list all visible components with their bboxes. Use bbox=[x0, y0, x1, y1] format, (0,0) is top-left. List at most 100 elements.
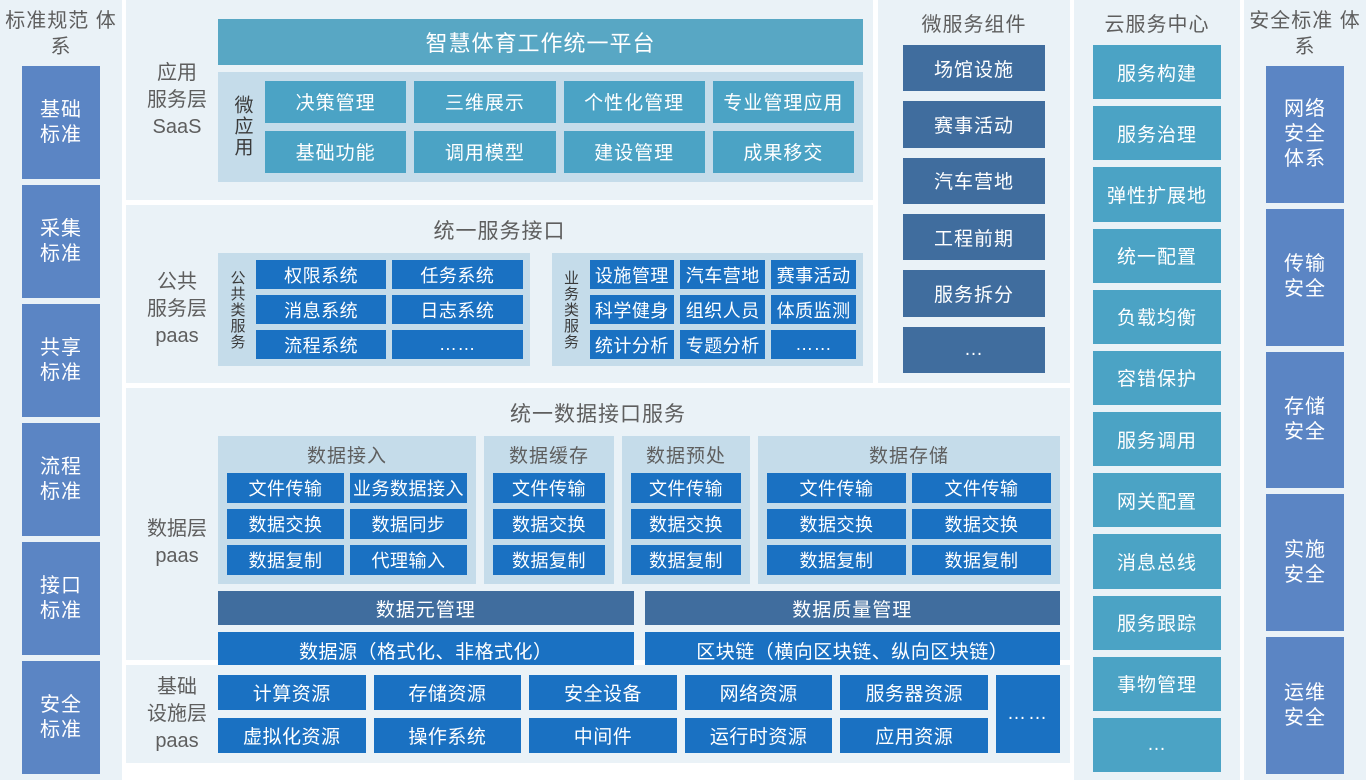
storage-tile-file-transfer-2[interactable]: 文件传输 bbox=[912, 473, 1051, 503]
service-tile-permission-system[interactable]: 权限系统 bbox=[256, 260, 387, 289]
cache-tile-data-replication[interactable]: 数据复制 bbox=[493, 545, 605, 575]
cloud-item-gateway-config[interactable]: 网关配置 bbox=[1093, 473, 1221, 528]
data-tile-data-replication[interactable]: 数据复制 bbox=[227, 545, 344, 575]
microservice-item-venue-facility[interactable]: 场馆设施 bbox=[903, 45, 1045, 92]
sidebar-item-storage-security[interactable]: 存储 安全 bbox=[1266, 351, 1344, 489]
cache-tile-data-exchange[interactable]: 数据交换 bbox=[493, 509, 605, 539]
sidebar-item-transmission-security[interactable]: 传输 安全 bbox=[1266, 208, 1344, 346]
app-tile-3d-display[interactable]: 三维展示 bbox=[414, 80, 556, 123]
sidebar-item-interface-standard[interactable]: 接口 标准 bbox=[22, 542, 100, 655]
service-tile-business-more[interactable]: …… bbox=[771, 330, 856, 359]
app-tile-construction-management[interactable]: 建设管理 bbox=[563, 130, 705, 173]
bar-metadata-management[interactable]: 数据元管理 bbox=[218, 591, 634, 625]
sidebar-item-collection-standard[interactable]: 采集 标准 bbox=[22, 185, 100, 298]
infra-tile-compute-resource[interactable]: 计算资源 bbox=[218, 675, 366, 710]
preprocess-tile-data-exchange[interactable]: 数据交换 bbox=[631, 509, 741, 539]
data-tile-business-data-access[interactable]: 业务数据接入 bbox=[350, 473, 467, 503]
service-tile-event-activity[interactable]: 赛事活动 bbox=[771, 260, 856, 289]
infra-tile-network-resource[interactable]: 网络资源 bbox=[684, 675, 833, 710]
data-tile-data-exchange[interactable]: 数据交换 bbox=[227, 509, 344, 539]
data-tile-file-transfer[interactable]: 文件传输 bbox=[227, 473, 344, 503]
common-service-vertical-label: 公共类服务 bbox=[228, 269, 246, 350]
service-tile-common-more[interactable]: …… bbox=[392, 330, 523, 359]
infra-tile-security-device[interactable]: 安全设备 bbox=[529, 675, 677, 710]
microservice-item-car-camp[interactable]: 汽车营地 bbox=[903, 157, 1045, 204]
app-tile-result-handover[interactable]: 成果移交 bbox=[712, 130, 854, 173]
bar-data-source[interactable]: 数据源（格式化、非格式化） bbox=[218, 632, 634, 668]
cloud-item-service-invocation[interactable]: 服务调用 bbox=[1093, 412, 1221, 467]
app-tile-decision-management[interactable]: 决策管理 bbox=[265, 80, 407, 123]
infra-tile-server-resource[interactable]: 服务器资源 bbox=[840, 675, 988, 710]
cache-tile-file-transfer[interactable]: 文件传输 bbox=[493, 473, 605, 503]
cloud-item-service-build[interactable]: 服务构建 bbox=[1093, 45, 1221, 100]
service-tile-process-system[interactable]: 流程系统 bbox=[256, 330, 387, 359]
service-tile-task-system[interactable]: 任务系统 bbox=[392, 260, 523, 289]
sidebar-item-process-standard[interactable]: 流程 标准 bbox=[22, 423, 100, 536]
public-layer-label: 公共 服务层 paas bbox=[147, 271, 207, 347]
storage-tile-data-exchange-1[interactable]: 数据交换 bbox=[767, 509, 906, 539]
unified-data-interface-title: 统一数据接口服务 bbox=[510, 403, 686, 426]
data-tile-data-sync[interactable]: 数据同步 bbox=[350, 509, 467, 539]
service-tile-physique-monitoring[interactable]: 体质监测 bbox=[771, 295, 856, 324]
storage-tile-data-replication-1[interactable]: 数据复制 bbox=[767, 545, 906, 575]
sidebar-item-security-standard[interactable]: 安全 标准 bbox=[22, 661, 100, 774]
cloud-item-load-balancing[interactable]: 负载均衡 bbox=[1093, 289, 1221, 344]
infra-tile-storage-resource[interactable]: 存储资源 bbox=[373, 675, 522, 710]
infra-tile-virtualization-resource[interactable]: 虚拟化资源 bbox=[218, 718, 366, 753]
left-sidebar-title: 标准规范 体系 bbox=[5, 10, 117, 58]
microservice-item-more[interactable]: … bbox=[903, 326, 1045, 373]
service-tile-log-system[interactable]: 日志系统 bbox=[392, 295, 523, 324]
sidebar-item-sharing-standard[interactable]: 共享 标准 bbox=[22, 304, 100, 417]
microservice-item-event-activity[interactable]: 赛事活动 bbox=[903, 101, 1045, 148]
application-layer-label: 应用 服务层 SaaS bbox=[147, 61, 207, 138]
data-layer-main: 数据接入 文件传输 业务数据接入 数据交换 数据同步 数据复制 代理输入 bbox=[218, 436, 1060, 668]
data-cache-grid: 文件传输 数据交换 数据复制 bbox=[493, 473, 605, 575]
cloud-item-unified-config[interactable]: 统一配置 bbox=[1093, 228, 1221, 283]
service-tile-statistical-analysis[interactable]: 统计分析 bbox=[589, 330, 675, 359]
cloud-item-more[interactable]: … bbox=[1093, 717, 1221, 773]
service-tile-organization-personnel[interactable]: 组织人员 bbox=[680, 295, 766, 324]
bar-data-quality-management[interactable]: 数据质量管理 bbox=[644, 591, 1060, 625]
sidebar-item-ops-security[interactable]: 运维 安全 bbox=[1266, 637, 1344, 774]
infra-tile-application-resource[interactable]: 应用资源 bbox=[840, 718, 988, 753]
service-tile-facility-management[interactable]: 设施管理 bbox=[589, 260, 675, 289]
preprocess-tile-data-replication[interactable]: 数据复制 bbox=[631, 545, 741, 575]
storage-tile-file-transfer-1[interactable]: 文件传输 bbox=[767, 473, 906, 503]
application-layer-body: 智慧体育工作统一平台 微应用 决策管理 三维展示 个性化管理 专业管理应用 基础… bbox=[218, 18, 863, 182]
infra-tile-operating-system[interactable]: 操作系统 bbox=[373, 718, 522, 753]
cloud-item-service-tracing[interactable]: 服务跟踪 bbox=[1093, 595, 1221, 650]
data-cache-group: 数据缓存 文件传输 数据交换 数据复制 bbox=[484, 436, 614, 584]
service-tile-message-system[interactable]: 消息系统 bbox=[256, 295, 387, 324]
infra-tile-middleware[interactable]: 中间件 bbox=[529, 718, 677, 753]
app-tile-professional-management[interactable]: 专业管理应用 bbox=[712, 80, 854, 123]
data-storage-group: 数据存储 文件传输 文件传输 数据交换 数据交换 数据复制 数据复制 bbox=[758, 436, 1060, 584]
sidebar-item-network-security[interactable]: 网络 安全 体系 bbox=[1266, 66, 1344, 203]
microservice-components-column: 微服务组件 场馆设施 赛事活动 汽车营地 工程前期 服务拆分 … bbox=[878, 0, 1070, 383]
service-tile-scientific-fitness[interactable]: 科学健身 bbox=[589, 295, 675, 324]
cloud-item-fault-tolerance[interactable]: 容错保护 bbox=[1093, 350, 1221, 406]
storage-tile-data-replication-2[interactable]: 数据复制 bbox=[912, 545, 1051, 575]
data-tile-proxy-input[interactable]: 代理输入 bbox=[350, 545, 467, 575]
cloud-item-elastic-scaling[interactable]: 弹性扩展地 bbox=[1093, 167, 1221, 222]
preprocess-tile-file-transfer[interactable]: 文件传输 bbox=[631, 473, 741, 503]
data-management-bars: 数据元管理 数据质量管理 bbox=[218, 591, 1060, 625]
sidebar-item-implementation-security[interactable]: 实施 安全 bbox=[1266, 494, 1344, 632]
app-tile-personalized-management[interactable]: 个性化管理 bbox=[563, 80, 705, 123]
cloud-item-transaction-management[interactable]: 事物管理 bbox=[1093, 656, 1221, 711]
service-tile-thematic-analysis[interactable]: 专题分析 bbox=[680, 330, 766, 359]
service-tile-car-camp[interactable]: 汽车营地 bbox=[680, 260, 766, 289]
infra-tile-more[interactable]: …… bbox=[996, 675, 1060, 753]
data-layer: 统一数据接口服务 数据层 paas 数据接入 文件传输 业务数据接入 数据交换 … bbox=[126, 388, 1070, 668]
microservice-item-project-preliminary[interactable]: 工程前期 bbox=[903, 213, 1045, 261]
app-tile-call-model[interactable]: 调用模型 bbox=[414, 130, 556, 173]
microservice-item-service-split[interactable]: 服务拆分 bbox=[903, 270, 1045, 317]
microservice-column-title: 微服务组件 bbox=[921, 14, 1027, 36]
app-tile-basic-function[interactable]: 基础功能 bbox=[265, 130, 407, 173]
storage-tile-data-exchange-2[interactable]: 数据交换 bbox=[912, 509, 1051, 539]
infra-tile-runtime-resource[interactable]: 运行时资源 bbox=[684, 718, 833, 753]
bar-blockchain[interactable]: 区块链（横向区块链、纵向区块链） bbox=[644, 632, 1060, 668]
cloud-item-message-bus[interactable]: 消息总线 bbox=[1093, 534, 1221, 589]
business-service-grid: 设施管理 汽车营地 赛事活动 科学健身 组织人员 体质监测 统计分析 专题分析 … bbox=[589, 260, 856, 359]
sidebar-item-basic-standard[interactable]: 基础 标准 bbox=[22, 66, 100, 179]
cloud-item-service-governance[interactable]: 服务治理 bbox=[1093, 106, 1221, 161]
